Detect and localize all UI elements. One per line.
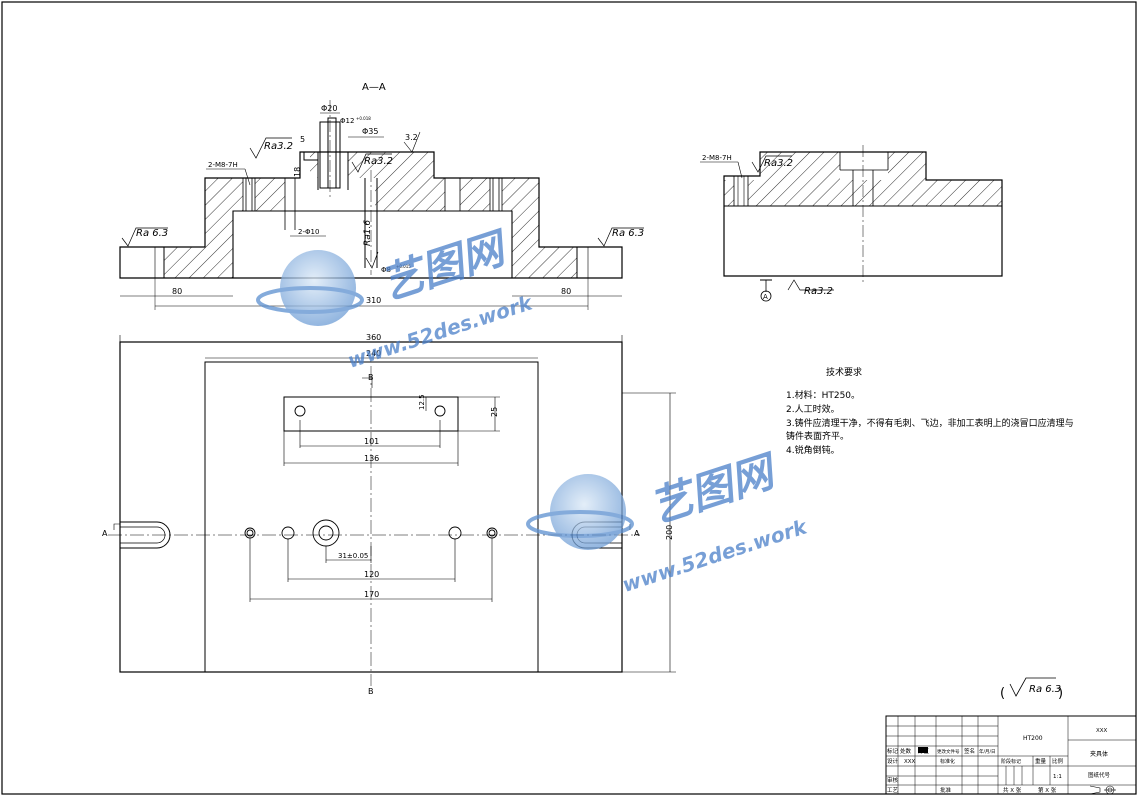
roughness-bottom: Ra3.2: [804, 286, 833, 297]
dim-h25: 25: [490, 407, 499, 417]
tb-designer: XXX: [904, 759, 916, 765]
technical-requirements: 技术要求 1.材料：HT250。 2.人工时效。 3.铸件应清理干净，不得有毛刺…: [786, 366, 1074, 456]
tb-label-zone: 分区: [918, 747, 930, 755]
section-outline: [119, 151, 623, 279]
tb-label-sign: 签名: [964, 747, 975, 755]
dim-d20: Φ20: [321, 104, 337, 113]
tech-item: 3.铸件应清理干净，不得有毛刺、飞边，非加工表明上的浇冒口应清理与: [786, 417, 1074, 429]
roughness-general: Ra 6.3: [1029, 684, 1061, 695]
roughness-ra-1-6: Ra1.6: [363, 220, 373, 246]
watermark-brand: 艺图网: [644, 445, 785, 532]
watermark-brand: 艺图网: [375, 222, 516, 309]
label-a-right: A: [634, 529, 640, 538]
tech-item: 1.材料：HT250。: [786, 389, 860, 401]
side-view: 2-M8-7H Ra3.2 Ra3.2 A: [700, 145, 1003, 302]
roughness-ra-3-2: Ra3.2: [264, 141, 293, 152]
dim-w240: 240: [366, 349, 381, 358]
dim-w31: 31±0.05: [338, 552, 368, 560]
tb-name-top: XXX: [1096, 728, 1108, 734]
tb-standardize: 标准化: [940, 758, 955, 765]
paren-close: ): [1058, 686, 1063, 701]
section-hatch: [164, 152, 577, 278]
dim-w101: 101: [364, 437, 379, 446]
projection-symbol: [1089, 785, 1116, 795]
dim-d12-tol: +0.018: [356, 116, 371, 121]
section-title: A—A: [362, 82, 386, 93]
dim-hole-2-m8: 2-M8-7H: [208, 161, 238, 169]
tb-weight: 重量: [1035, 757, 1047, 765]
tb-sheets-total: 共 X 张: [1003, 786, 1022, 794]
tb-label-mark: 标记: [887, 747, 899, 755]
tb-label-change: 更改文件号: [937, 748, 960, 755]
tb-process: 工艺: [887, 787, 899, 794]
dim-d8: Φ8: [381, 266, 391, 274]
dim-w360: 360: [366, 333, 381, 342]
tb-design: 设计: [887, 757, 899, 765]
dim-w120: 120: [364, 570, 379, 579]
dim-d8-tol: +0.015: [396, 264, 411, 269]
dim-five: 5: [300, 135, 305, 144]
watermark-url: www.52des.work: [619, 514, 811, 597]
tb-scale: 1:1: [1053, 774, 1062, 780]
tb-drawing-name: 夹具体: [1090, 750, 1108, 758]
label-a-left: A: [102, 529, 108, 538]
tech-item: 2.人工时效。: [786, 403, 840, 415]
roughness-ra-6-3-right: Ra 6.3: [612, 228, 644, 239]
roughness-ra-6-3-left: Ra 6.3: [136, 228, 168, 239]
datum-a-label: A: [763, 293, 768, 301]
dim-h200: 200: [665, 525, 674, 540]
tb-label-date: 年/月/日: [979, 748, 996, 755]
side-hole-label: 2-M8-7H: [702, 154, 732, 162]
dim-eighteen: 18: [293, 167, 302, 177]
dim-w80-left: 80: [172, 287, 182, 296]
tb-stage-mark: 阶段标记: [1001, 758, 1021, 765]
dim-w310: 310: [366, 296, 381, 305]
tech-item: 铸件表面齐平。: [786, 430, 849, 442]
tb-sheet-no: 第 X 张: [1038, 786, 1057, 794]
roughness-side: Ra3.2: [764, 158, 793, 169]
dim-angle: 3.2: [405, 133, 418, 142]
tech-title: 技术要求: [826, 366, 862, 378]
tb-label-count: 处数: [900, 747, 912, 755]
tb-drawing-code: 图纸代号: [1088, 771, 1111, 779]
roughness-ra-3-2-b: Ra3.2: [364, 156, 393, 167]
dim-w170: 170: [364, 590, 379, 599]
watermark-logo-2: 艺图网 www.52des.work: [526, 445, 811, 597]
tech-item: 4.锐角倒钝。: [786, 444, 840, 456]
dim-w136: 136: [364, 454, 379, 463]
section-view-a-a: A—A: [119, 82, 644, 310]
title-block: HT200 XXX 夹具体 标记 处数 分区 更改文件号 签名 年/月/日 设计…: [885, 715, 1137, 795]
dim-d12: Φ12: [340, 117, 354, 125]
tb-approve: 批准: [940, 786, 952, 794]
tb-scale-label: 比例: [1052, 757, 1064, 765]
label-b-bottom: B: [368, 687, 374, 696]
paren-open: (: [1000, 686, 1005, 701]
dim-w80-right: 80: [561, 287, 571, 296]
plan-view: 360 240 101 136 25 12.5 31±0.05 120 170 …: [102, 333, 676, 696]
dim-d35: Φ35: [362, 127, 378, 136]
general-roughness: ( Ra 6.3 ): [1000, 677, 1063, 701]
label-b-top: B: [368, 373, 374, 382]
dim-h12-5: 12.5: [418, 394, 426, 410]
section-cavity: [232, 210, 513, 278]
watermark-logo-1: 艺图网 www.52des.work: [256, 222, 537, 373]
tb-review: 审核: [887, 776, 899, 784]
tb-material: HT200: [1023, 735, 1043, 742]
dim-hole-2-d10: 2-Φ10: [298, 228, 319, 236]
